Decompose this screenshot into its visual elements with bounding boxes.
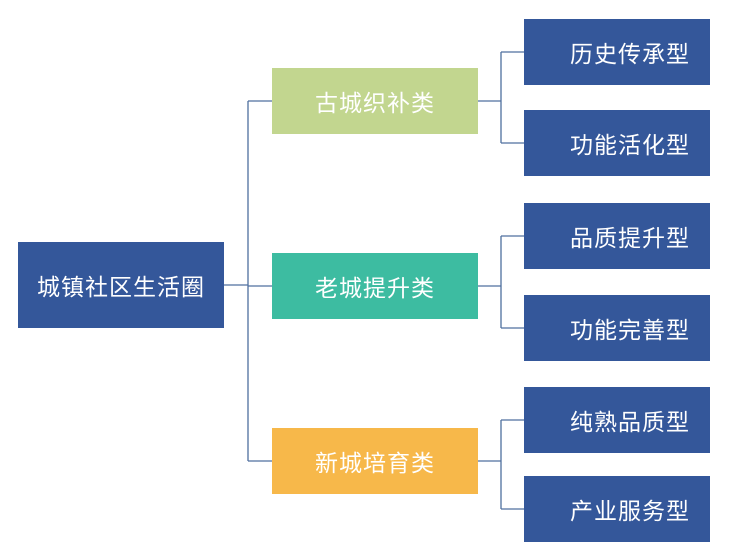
leaf-node-chanye: 产业服务型	[524, 476, 710, 542]
category-node-laocheng: 老城提升类	[272, 253, 478, 319]
leaf-node-pinzhi: 品质提升型	[524, 203, 710, 269]
leaf-node-chunshu: 纯熟品质型	[524, 387, 710, 453]
leaf-node-lishi: 历史传承型	[524, 19, 710, 85]
root-node: 城镇社区生活圈	[18, 242, 224, 328]
leaf-node-huohua: 功能活化型	[524, 110, 710, 176]
leaf-node-wanshan: 功能完善型	[524, 295, 710, 361]
category-node-xincheng: 新城培育类	[272, 428, 478, 494]
category-node-gucheng: 古城织补类	[272, 68, 478, 134]
